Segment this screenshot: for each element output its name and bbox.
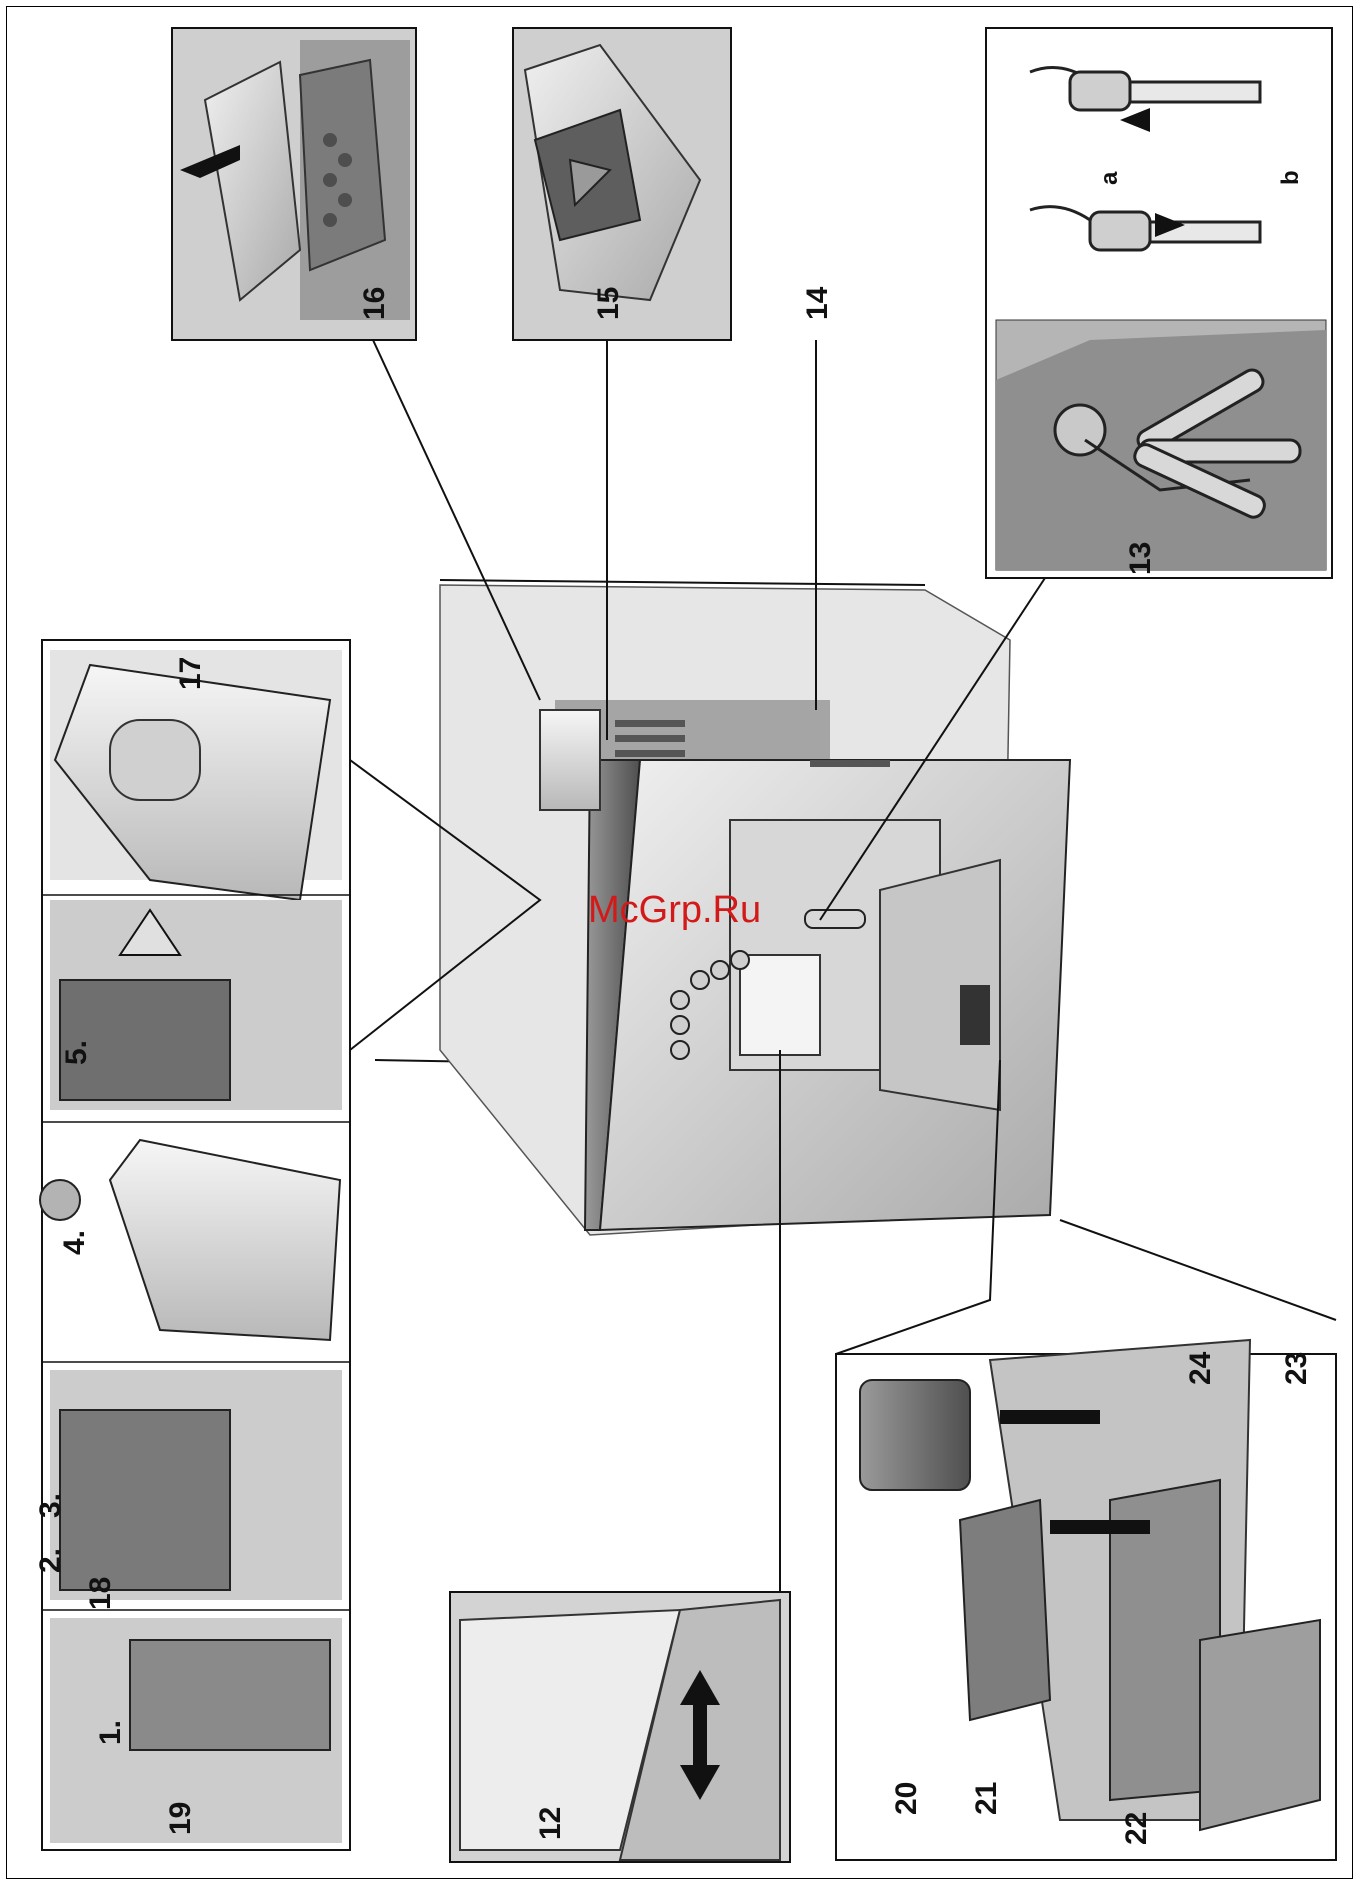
callout-20: 20 (890, 1782, 923, 1815)
step-5: 5. (60, 1040, 93, 1065)
callout-21: 21 (970, 1782, 1003, 1815)
rotate-arrow-icon (40, 1180, 80, 1220)
step-2: 2. (34, 1548, 67, 1573)
step-3: 3. (34, 1493, 67, 1518)
callout-12: 12 (534, 1807, 567, 1840)
step-1: 1. (94, 1720, 127, 1745)
panel-steam-nozzle (986, 28, 1332, 578)
panel-height-adjust (450, 1592, 790, 1862)
callout-16: 16 (358, 287, 391, 320)
label-b: b (1277, 170, 1304, 185)
label-a: a (1096, 171, 1123, 185)
callout-14: 14 (801, 286, 834, 320)
callout-17: 17 (174, 657, 207, 690)
callout-15: 15 (592, 287, 625, 320)
arrow-icon (1000, 1410, 1100, 1424)
callout-23: 23 (1280, 1352, 1313, 1385)
callout-22: 22 (1120, 1812, 1153, 1845)
callout-13: 13 (1124, 542, 1157, 575)
callout-24: 24 (1184, 1351, 1217, 1385)
step-4: 4. (58, 1230, 91, 1255)
callout-19: 19 (164, 1802, 197, 1835)
callout-18: 18 (84, 1577, 117, 1610)
watermark: McGrp.Ru (588, 889, 761, 931)
